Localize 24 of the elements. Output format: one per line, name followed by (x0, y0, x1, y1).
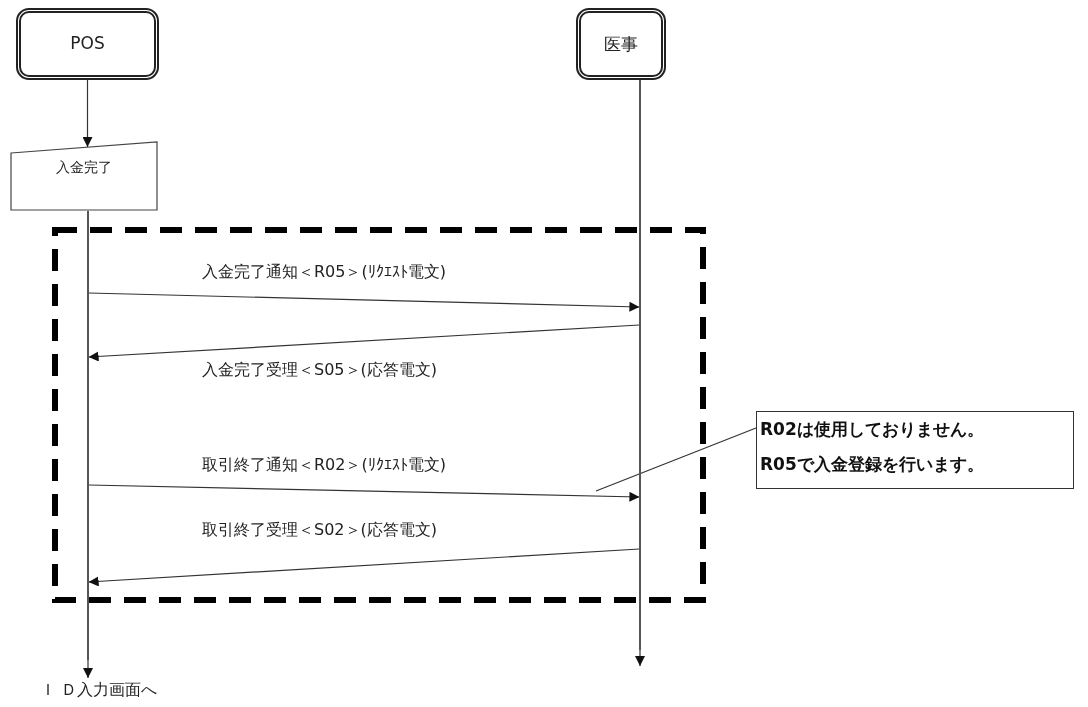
message-label: 入金完了通知＜R05＞(ﾘｸｴｽﾄ電文) (200, 262, 448, 283)
note-box (756, 411, 1074, 489)
message-label: 取引終了受理＜S02＞(応答電文) (200, 520, 439, 541)
lifeline-head-box (16, 8, 159, 80)
manual-input-shape (10, 141, 158, 211)
note-text: R05で入金登録を行います。 (760, 453, 984, 476)
destination-label: Ｉ Ｄ入力画面へ (40, 680, 158, 701)
lifeline-head-box (576, 8, 666, 80)
arrow (88, 484, 640, 502)
note-text: R02は使用しておりません。 (760, 418, 984, 441)
step-label: 入金完了 (55, 159, 113, 177)
lifeline (87, 211, 89, 660)
lifeline (639, 80, 641, 650)
actor-name: POS (69, 33, 106, 53)
message-label: 取引終了通知＜R02＞(ﾘｸｴｽﾄ電文) (200, 455, 448, 476)
leader-line (595, 427, 757, 492)
arrow (635, 649, 645, 667)
arrow (88, 548, 640, 587)
arrow (88, 292, 640, 312)
arrow (88, 324, 640, 362)
arrow (82, 79, 93, 148)
arrow (83, 659, 93, 679)
actor-name: 医事 (603, 33, 639, 56)
message-label: 入金完了受理＜S05＞(応答電文) (200, 360, 439, 381)
